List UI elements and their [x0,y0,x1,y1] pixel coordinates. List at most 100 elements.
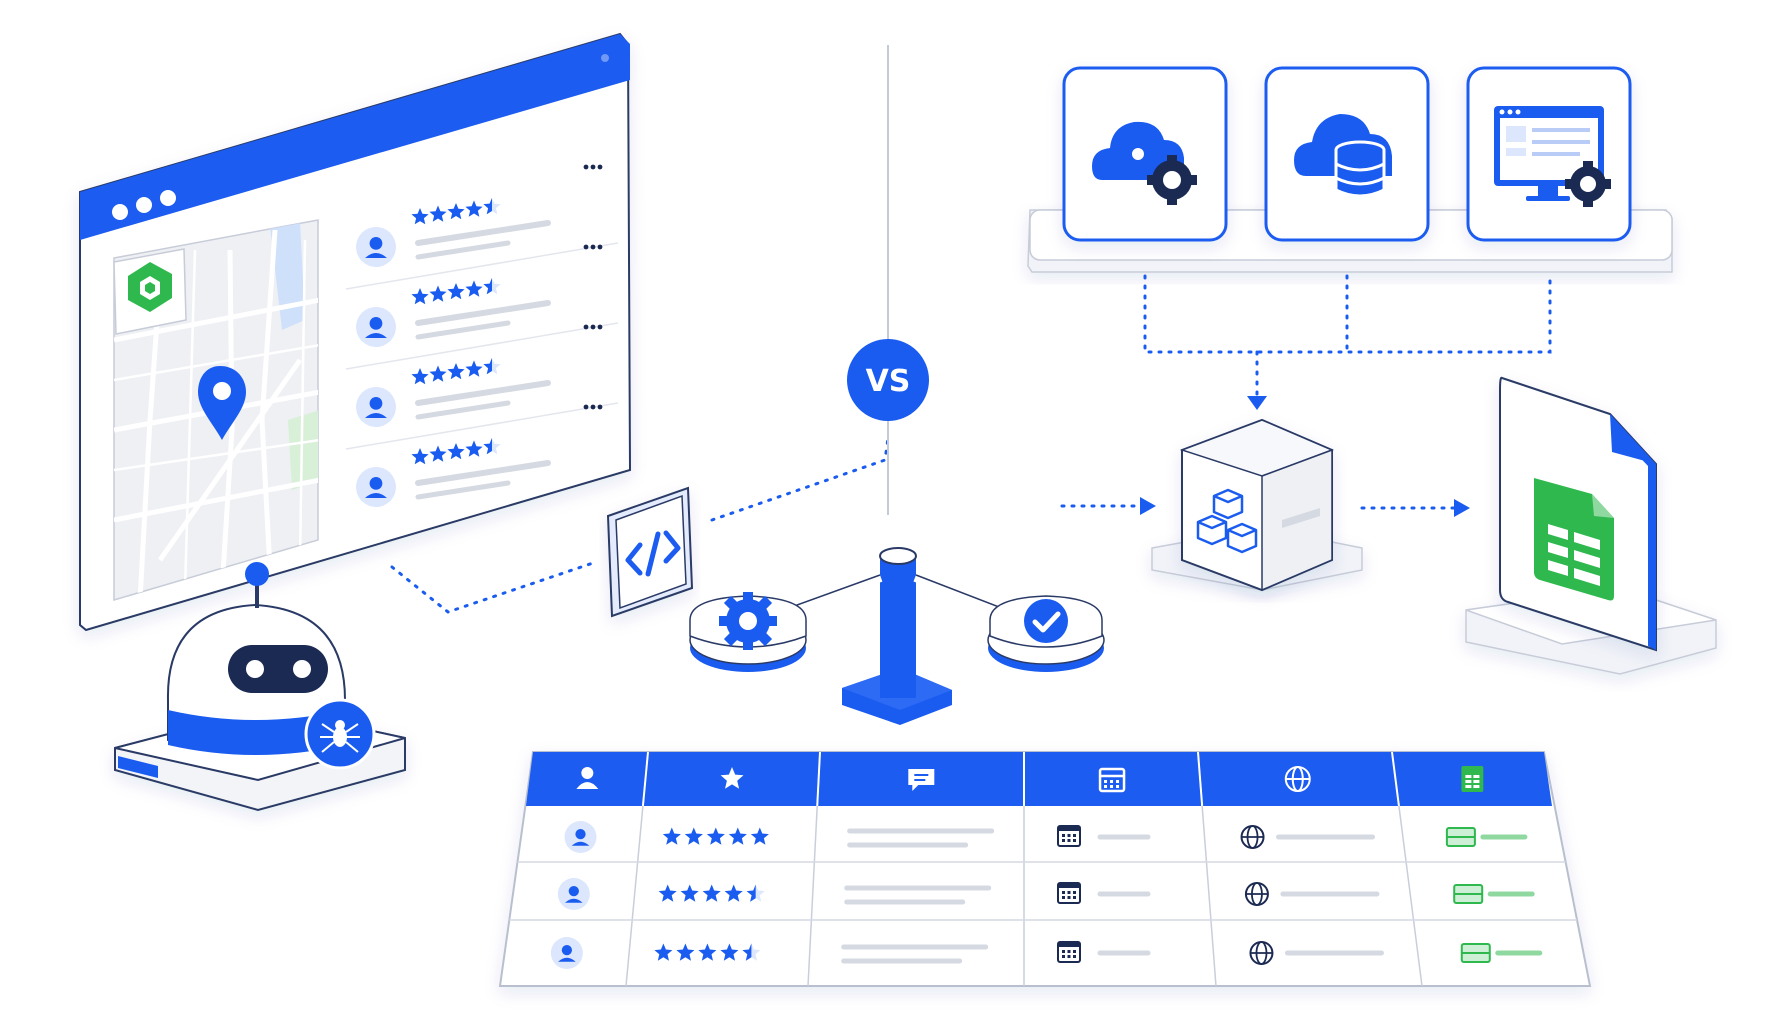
avatar [550,937,583,969]
balance-scale [689,547,1105,725]
spreadsheet-row-icon [1445,827,1476,847]
spider-icon [320,720,360,753]
star-icon [654,943,673,961]
table-header-icons [576,766,1484,793]
more-icon[interactable] [583,404,603,410]
comment-icon [908,769,935,791]
calendar-icon [1098,767,1126,793]
star-icon [429,445,447,462]
half-star-icon [483,437,501,455]
star-icon [676,943,695,961]
table-row [550,937,1543,969]
globe-icon [1249,941,1274,965]
globe-icon [1240,825,1265,849]
star-icon [447,443,465,460]
star-icon [720,767,744,789]
star-icon [702,884,721,902]
spreadsheet-icon [1534,478,1614,601]
star-icon [750,827,769,845]
review-row [345,324,619,450]
star-icon [447,203,465,220]
vs-label: VS [866,364,911,399]
data-table [498,751,1592,987]
star-icon [658,884,677,902]
star-icon [465,280,483,297]
calendar-icon [1057,941,1081,963]
avatar [356,307,396,347]
avatar [356,467,396,507]
star-icon [680,884,699,902]
calendar-icon [1057,882,1081,904]
cloud-gear-icon [1092,121,1197,205]
cloud-database-icon [1294,114,1392,198]
connector-code-vs [710,436,890,522]
connector-robot-code [390,560,598,614]
star-icon [411,288,429,305]
calendar-icon [1057,825,1081,847]
star-icon [465,440,483,457]
more-icon[interactable] [583,164,603,170]
star-icon [411,208,429,225]
cubes-icon [1196,488,1258,554]
star-icon [720,943,739,961]
avatar [356,387,396,427]
star-icon [411,448,429,465]
star-icon [684,827,703,845]
robot-visor [228,645,328,693]
arrow-to-cube [1060,497,1156,515]
avatar [356,227,396,267]
spreadsheet-document [1465,376,1717,675]
arrow-to-spreadsheet [1360,499,1470,517]
star-icon [429,365,447,382]
connector-shelf-cube [1143,274,1552,400]
globe-icon [1244,882,1269,906]
service-card-cloud-database [1264,66,1430,242]
half-star-icon [742,943,761,961]
star-icon [429,205,447,222]
avatar [564,821,597,853]
table-grid [509,751,1578,987]
check-icon [1024,599,1068,643]
star-icon [465,200,483,217]
star-icon [447,363,465,380]
processing-cube [1151,418,1363,592]
robot-antenna [245,562,269,586]
reviews-list [345,164,619,507]
window-dot-2 [136,197,152,213]
star-icon [728,827,747,845]
monitor-gear-icon [1494,106,1611,207]
review-row [356,404,603,507]
spreadsheet-icon [1461,766,1484,792]
window-dot-3 [160,190,176,206]
spreadsheet-row-icon [1460,943,1491,963]
table-header-row [526,752,1552,806]
brand-logo-tile [113,248,187,335]
window-dot-1 [112,204,128,220]
user-icon [576,767,599,789]
code-icon [625,530,681,577]
service-card-cloud-gear [1062,66,1228,242]
table-row [557,878,1535,910]
star-icon [411,368,429,385]
star-icon [724,884,743,902]
half-star-icon [483,357,501,375]
table-row [564,821,1528,853]
half-star-icon [483,197,501,215]
more-icon[interactable] [583,324,603,330]
half-star-icon [746,884,765,902]
review-row [345,244,619,370]
code-tile [606,486,694,618]
star-icon [465,360,483,377]
star-icon [447,283,465,300]
avatar [557,878,590,910]
gear-icon [719,592,777,650]
vs-badge: VS [847,339,929,421]
star-icon [429,285,447,302]
more-icon[interactable] [583,244,603,250]
review-row [345,164,619,290]
browser-title-bar [80,34,630,240]
star-icon [662,827,681,845]
map-pin-icon [198,366,246,440]
